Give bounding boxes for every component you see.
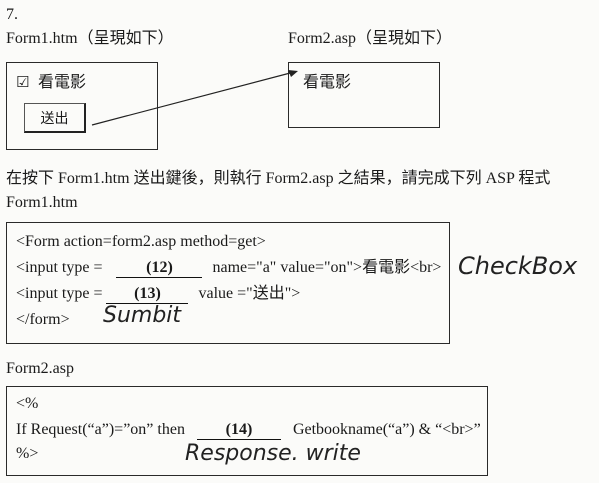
blank-12: (12) (116, 259, 203, 278)
form2-line2-suffix: Getbookname(“a”) & “<br>” (288, 421, 481, 438)
form2-code-line1: <% (16, 395, 39, 412)
form2-code-line2: If Request(“a”)=”on” then (14) Getbookna… (16, 421, 481, 440)
instruction-text: 在按下 Form1.htm 送出鍵後，則執行 Form2.asp 之結果，請完成… (6, 170, 551, 187)
form2-preview-box: 看電影 (288, 62, 440, 128)
form2-code-line3: %> (16, 445, 39, 462)
form1-code-line2: <input type = (12) name="a" value="on">看… (16, 259, 441, 278)
submit-button[interactable]: 送出 (24, 103, 86, 133)
line2-suffix: name="a" value="on">看電影<br> (208, 259, 442, 276)
blank-13: (13) (106, 285, 189, 304)
submit-button-label: 送出 (40, 111, 69, 127)
handwritten-answer-12: CheckBox (458, 252, 578, 280)
line2-prefix: <input type = (16, 259, 107, 276)
form2-code-box: <% If Request(“a”)=”on” then (14) Getboo… (6, 386, 488, 476)
line3-prefix: <input type = (16, 285, 103, 302)
form2-caption: Form2.asp（呈現如下） (288, 30, 453, 47)
handwritten-answer-13: Sumbit (103, 303, 182, 328)
form1-preview-box: ☑ 看電影 送出 (6, 62, 158, 150)
form2-filename: Form2.asp (6, 360, 74, 377)
line3-suffix: value ="送出"> (194, 285, 301, 302)
form1-code-line1: <Form action=form2.asp method=get> (16, 233, 266, 250)
form1-filename: Form1.htm (6, 194, 78, 211)
form1-code-box: <Form action=form2.asp method=get> <inpu… (6, 222, 450, 344)
form2-line2-prefix: If Request(“a”)=”on” then (16, 421, 189, 438)
form1-code-line4: </form> (16, 311, 70, 328)
form1-code-line3: <input type =(13) value ="送出"> (16, 285, 300, 304)
checkbox-label: 看電影 (38, 74, 87, 91)
checkbox-icon[interactable]: ☑ (16, 73, 30, 91)
handwritten-answer-14: Response. write (185, 441, 361, 466)
form1-caption: Form1.htm（呈現如下） (6, 30, 174, 47)
blank-14: (14) (196, 421, 281, 440)
form2-output-text: 看電影 (303, 74, 352, 91)
question-number: 7. (6, 6, 18, 23)
